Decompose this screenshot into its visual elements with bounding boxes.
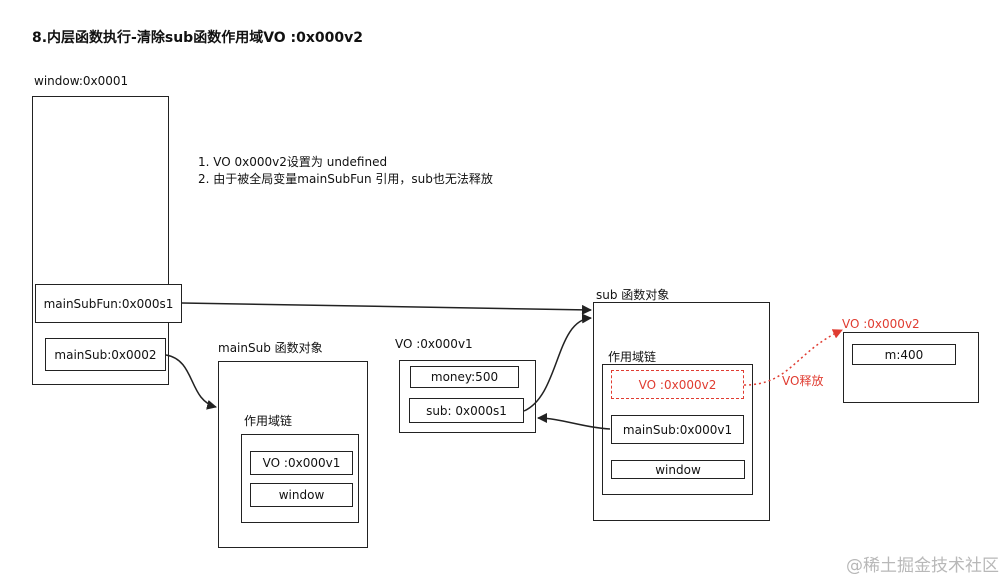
- vo2-cell-m: m:400: [852, 344, 956, 365]
- window-cell-mainsub: mainSub:0x0002: [45, 338, 166, 371]
- sub-scope-cell-vo2: VO :0x000v2: [611, 370, 744, 399]
- mainsub-scope-cell-window: window: [250, 483, 353, 507]
- sub-scope-cell-mainsub: mainSub:0x000v1: [611, 415, 744, 444]
- sub-scope-label: 作用域链: [608, 350, 657, 364]
- note-line-2: 2. 由于被全局变量mainSubFun 引用，sub也无法释放: [198, 172, 493, 186]
- vo2-label: VO :0x000v2: [842, 317, 920, 331]
- mainsub-scope-label: 作用域链: [244, 414, 293, 428]
- watermark: @稀土掘金技术社区: [846, 556, 999, 576]
- note-line-1: 1. VO 0x000v2设置为 undefined: [198, 155, 388, 169]
- release-label: VO释放: [782, 374, 824, 388]
- page-title: 8.内层函数执行-清除sub函数作用域VO :0x000v2: [32, 30, 364, 46]
- sub-scope-cell-window: window: [611, 460, 745, 479]
- mainsub-object-label: mainSub 函数对象: [218, 341, 323, 355]
- arrow-mainsubfun-to-sub: [181, 302, 592, 315]
- window-box: [32, 96, 169, 385]
- mainsub-scope-box: [241, 434, 359, 523]
- mainsub-scope-cell-vo1: VO :0x000v1: [250, 451, 353, 475]
- arrow-mainsub-to-object: [165, 354, 217, 410]
- vo1-cell-money: money:500: [410, 366, 519, 388]
- vo1-label: VO :0x000v1: [395, 337, 473, 351]
- window-label: window:0x0001: [34, 74, 129, 88]
- sub-object-label: sub 函数对象: [596, 288, 670, 302]
- window-cell-mainsubfun: mainSubFun:0x000s1: [35, 284, 182, 323]
- arrow-scope-to-vo1: [537, 413, 611, 430]
- vo2-box: [843, 332, 979, 403]
- arrow-vo1-sub-to-sub-object: [523, 313, 592, 412]
- arrow-vo2-release: [743, 329, 843, 386]
- vo1-cell-sub: sub: 0x000s1: [409, 398, 524, 423]
